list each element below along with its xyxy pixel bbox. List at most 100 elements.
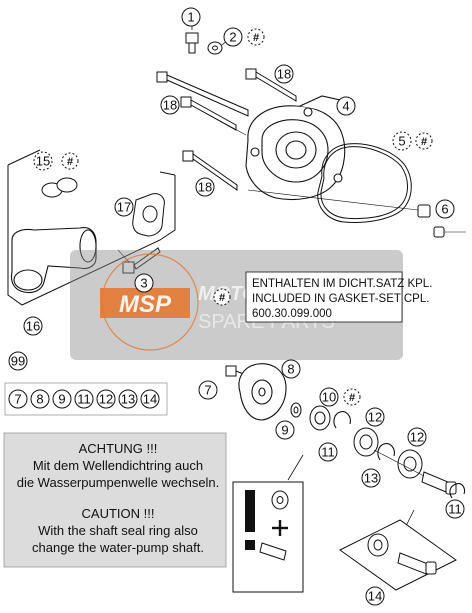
- callout-label: 4: [342, 99, 349, 114]
- kit-item-label: 13: [121, 392, 135, 407]
- part-bearings-12: [353, 427, 423, 479]
- hash-symbol: #: [421, 136, 427, 148]
- callout-c11b: 11: [445, 499, 465, 519]
- watermark-logo: MSP: [100, 253, 199, 351]
- gasket-set-marker: #: [61, 152, 79, 170]
- part-gasket-17: [132, 193, 165, 237]
- callout-c8: 8: [281, 359, 301, 379]
- callout-label: 9: [281, 423, 288, 438]
- hash-symbol: #: [253, 32, 259, 44]
- callout-label: 99: [11, 354, 25, 369]
- kit-item-label: 9: [58, 392, 65, 407]
- callout-c4: 4: [336, 96, 356, 116]
- callout-c6: 6: [435, 199, 455, 219]
- callout-c18a: 18: [274, 64, 294, 84]
- callout-label: 2: [229, 30, 236, 45]
- kit-item-label: 7: [14, 392, 21, 407]
- callout-c16: 16: [23, 316, 43, 336]
- gasket-set-note: ENTHALTEN IM DICHT.SATZ KPL. INCLUDED IN…: [245, 271, 432, 323]
- warning-box: [3, 432, 227, 568]
- callout-c7a: 7: [198, 380, 218, 400]
- kit-item-11: 11: [74, 389, 94, 409]
- kit-item-12: 12: [96, 389, 116, 409]
- hash-symbol: #: [349, 392, 355, 404]
- callout-c99: 99: [8, 351, 28, 371]
- callout-c9: 9: [275, 420, 295, 440]
- warning-en-line1: With the shaft seal ring also: [38, 523, 198, 538]
- note-line-3: 600.30.099.000: [252, 308, 332, 320]
- callout-label: 6: [441, 202, 448, 217]
- gasket-set-marker: #: [415, 132, 433, 150]
- callout-c13: 13: [361, 468, 381, 488]
- callout-c17: 17: [114, 197, 134, 217]
- callout-c12a: 12: [365, 407, 385, 427]
- hash-symbol: #: [67, 156, 73, 168]
- part-o-ring-5: [317, 143, 412, 223]
- gasket-set-marker: #: [213, 288, 231, 306]
- callout-c3: 3: [134, 273, 154, 293]
- part-pump-cover-4: [245, 95, 346, 201]
- watermark-logo-text: MSP: [119, 291, 172, 318]
- callout-label: 3: [140, 276, 147, 291]
- callout-label: 5: [398, 134, 405, 149]
- warning-de-line1: Mit dem Wellendichtring auch: [33, 458, 203, 473]
- shaft-warning-pictogram: [232, 454, 304, 593]
- callout-label: 1: [187, 10, 194, 25]
- part-seal-ring-10: [309, 405, 331, 431]
- callout-c12b: 12: [407, 427, 427, 447]
- callout-label: 15: [36, 154, 50, 169]
- callout-label: 18: [163, 98, 177, 113]
- callout-c11a: 11: [318, 442, 338, 462]
- gasket-set-marker: #: [343, 388, 361, 406]
- warning-de-title: ACHTUNG !!!: [79, 441, 158, 456]
- callout-c14: 14: [365, 586, 385, 606]
- callout-label: 11: [321, 445, 335, 460]
- kit-item-8: 8: [30, 389, 50, 409]
- warning-de-line2: die Wasserpumpenwelle wechseln.: [17, 475, 220, 490]
- hash-symbol: #: [219, 292, 225, 304]
- note-line-2: INCLUDED IN GASKET-SET CPL.: [252, 293, 429, 305]
- callout-c18b: 18: [160, 95, 180, 115]
- part-elbow-pipe-16: [10, 227, 97, 294]
- callout-label: 12: [410, 430, 424, 445]
- callout-label: 18: [277, 67, 291, 82]
- callout-label: 7: [204, 383, 211, 398]
- callout-label: 13: [364, 471, 378, 486]
- callout-label: 8: [287, 362, 294, 377]
- part-seal-shaft-kit: [339, 519, 457, 591]
- callout-label: 14: [368, 589, 382, 604]
- callout-c1: 1: [181, 7, 201, 27]
- callout-label: 16: [26, 319, 40, 334]
- callout-label: 18: [198, 180, 212, 195]
- part-circlips-11: [333, 411, 395, 461]
- kit-item-label: 11: [77, 392, 91, 407]
- part-housing-16: [7, 149, 176, 306]
- part-impeller-8: [238, 363, 287, 421]
- kit-item-9: 9: [52, 389, 72, 409]
- alignment-lines: [199, 109, 419, 211]
- callout-label: 12: [368, 410, 382, 425]
- kit-item-13: 13: [118, 389, 138, 409]
- part-plug-6: [417, 204, 466, 238]
- note-line-1: ENTHALTEN IM DICHT.SATZ KPL.: [252, 278, 432, 290]
- gasket-set-marker: #: [247, 28, 265, 46]
- kit-item-7: 7: [8, 389, 28, 409]
- callout-label: 11: [448, 502, 462, 517]
- kit-item-label: 12: [99, 392, 113, 407]
- part-o-rings-15: [41, 177, 78, 198]
- warning-en-title: CAUTION !!!: [82, 506, 155, 521]
- kit-item-14: 14: [140, 389, 160, 409]
- warning-en-line2: change the water-pump shaft.: [32, 540, 204, 555]
- part-circlip-11-right: [449, 483, 466, 499]
- kit-item-label: 14: [143, 392, 157, 407]
- callout-c5: 5: [392, 131, 412, 151]
- callout-c2: 2: [223, 27, 243, 47]
- callout-label: 10: [322, 390, 336, 405]
- callout-c18c: 18: [195, 177, 215, 197]
- part-washer-9: [290, 402, 302, 418]
- callout-c15: 15: [33, 151, 53, 171]
- callout-label: 17: [117, 200, 131, 215]
